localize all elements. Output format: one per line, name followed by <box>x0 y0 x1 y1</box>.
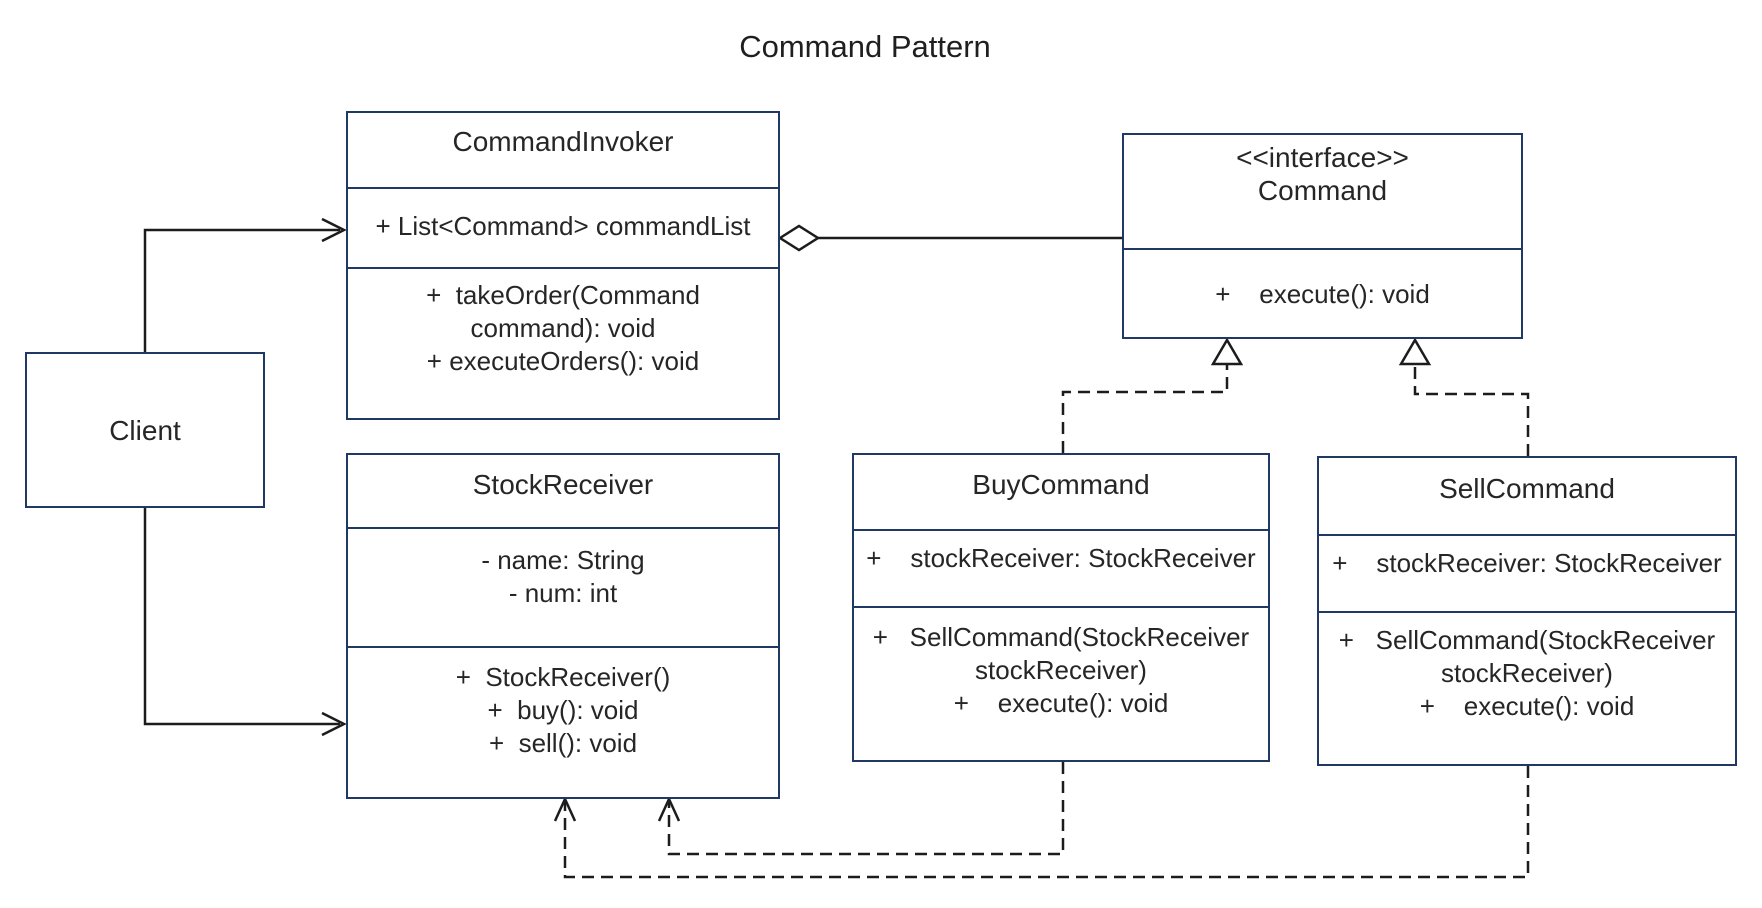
aggregation-diamond-icon <box>777 224 821 252</box>
method-line: + SellCommand(StockReceiver <box>1338 625 1716 655</box>
methods-section: + SellCommand(StockReceiver stockReceive… <box>1319 611 1735 763</box>
method-line: + buy(): void <box>487 695 639 725</box>
method-line: + sell(): void <box>488 728 638 758</box>
class-box-command-invoker: CommandInvoker + List<Command> commandLi… <box>346 111 780 420</box>
attributes-section: - name: String - num: int <box>348 527 778 646</box>
open-arrowhead-icon <box>553 795 577 822</box>
class-box-client: Client <box>25 352 265 508</box>
realization-buycommand-command <box>1061 337 1244 453</box>
methods-section: + StockReceiver() + buy(): void + sell()… <box>348 646 778 796</box>
attribute-line: + stockReceiver: StockReceiver <box>1332 548 1722 578</box>
dependency-buycommand-stockreceiver <box>657 762 1065 856</box>
class-name-sell-command: SellCommand <box>1439 473 1615 504</box>
methods-section: + takeOrder(Command command): void + exe… <box>348 267 778 417</box>
method-line: + executeOrders(): void <box>426 346 700 376</box>
class-title-section: <<interface>> Command <box>1124 135 1521 248</box>
class-title-section: CommandInvoker <box>348 113 778 187</box>
method-line: + execute(): void <box>953 688 1169 718</box>
association-client-commandinvoker <box>143 217 347 352</box>
class-name-buy-command: BuyCommand <box>972 469 1150 500</box>
open-arrowhead-icon <box>321 711 347 737</box>
attribute-line: - num: int <box>508 578 618 608</box>
method-line: + execute(): void <box>1215 279 1430 309</box>
method-line: stockReceiver) <box>1441 658 1613 688</box>
method-line: stockReceiver) <box>975 655 1147 685</box>
attributes-section: + List<Command> commandList <box>348 187 778 267</box>
class-title-section: SellCommand <box>1319 458 1735 534</box>
class-box-sell-command: SellCommand + stockReceiver: StockReceiv… <box>1317 456 1737 766</box>
attributes-section: + stockReceiver: StockReceiver <box>1319 534 1735 611</box>
method-line: + StockReceiver() <box>455 662 671 692</box>
attribute-line: - name: String <box>481 545 645 575</box>
association-client-stockreceiver <box>143 508 347 737</box>
methods-section: + execute(): void <box>1124 248 1521 336</box>
class-name-command: Command <box>1257 175 1388 206</box>
aggregation-commandinvoker-command <box>777 224 1122 252</box>
attribute-line: + stockReceiver: StockReceiver <box>866 543 1256 573</box>
open-arrowhead-icon <box>321 217 347 243</box>
class-name-client: Client <box>109 414 181 446</box>
open-arrowhead-icon <box>657 795 681 822</box>
method-line: + execute(): void <box>1419 691 1635 721</box>
realization-triangle-icon <box>1398 337 1432 366</box>
class-title-section: BuyCommand <box>854 455 1268 529</box>
class-name-command-invoker: CommandInvoker <box>452 126 674 157</box>
class-box-buy-command: BuyCommand + stockReceiver: StockReceive… <box>852 453 1270 762</box>
realization-sellcommand-command <box>1398 337 1530 456</box>
stereotype-label: <<interface>> <box>1236 142 1409 173</box>
method-line: command): void <box>470 313 656 343</box>
realization-triangle-icon <box>1210 337 1244 366</box>
method-line: + takeOrder(Command <box>426 280 700 310</box>
class-name-stock-receiver: StockReceiver <box>472 469 654 500</box>
class-box-stock-receiver: StockReceiver - name: String - num: int … <box>346 453 780 799</box>
attribute-line: + List<Command> commandList <box>375 211 751 241</box>
methods-section: + SellCommand(StockReceiver stockReceive… <box>854 606 1268 759</box>
diagram-title: Command Pattern <box>739 29 991 64</box>
class-box-command-interface: <<interface>> Command + execute(): void <box>1122 133 1523 339</box>
dependency-sellcommand-stockreceiver <box>553 766 1530 879</box>
method-line: + SellCommand(StockReceiver <box>872 622 1250 652</box>
class-title-section: StockReceiver <box>348 455 778 527</box>
attributes-section: + stockReceiver: StockReceiver <box>854 529 1268 606</box>
